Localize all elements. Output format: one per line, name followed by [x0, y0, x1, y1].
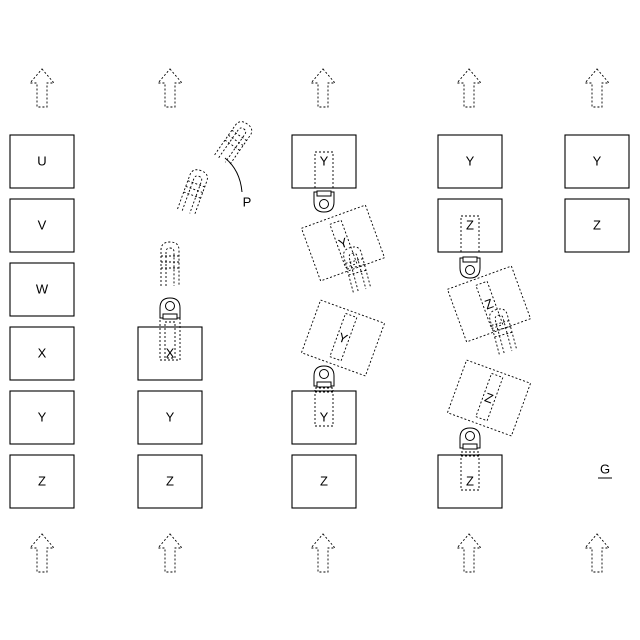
- column-4: Y Z Z Z Z: [438, 135, 531, 508]
- box-col5-2: Z: [565, 199, 629, 252]
- bottom-arrow-col1: [30, 534, 54, 572]
- box-col5-1: Y: [565, 135, 629, 188]
- figure-label-text: G: [600, 462, 610, 477]
- figure-label: G: [598, 462, 612, 479]
- box-col2-2: Y: [138, 391, 202, 444]
- bottom-arrow-col5: [585, 534, 609, 572]
- box-col1-1: U: [10, 135, 74, 188]
- moving-box-col3-2: Y: [301, 300, 384, 376]
- column-5: Y Z: [565, 135, 629, 252]
- box-col1-2: V: [10, 199, 74, 252]
- box-col3-1: Y: [292, 135, 356, 188]
- bottom-arrow-col4: [457, 534, 481, 572]
- box-label: Z: [466, 218, 474, 233]
- box-col2-3: Z: [138, 455, 202, 508]
- robot-leader-line: [225, 158, 242, 192]
- box-col1-4: X: [10, 327, 74, 380]
- box-col1-5: Y: [10, 391, 74, 444]
- box-col1-6: Z: [10, 455, 74, 508]
- column-1: U V W X Y Z: [10, 135, 74, 508]
- box-label: Z: [593, 218, 601, 233]
- box-label: Y: [466, 154, 475, 169]
- moving-box-col4-2: Z: [447, 360, 530, 436]
- box-label: Y: [320, 154, 329, 169]
- bottom-arrow-col2: [158, 534, 182, 572]
- column-2: X Y Z P: [138, 119, 255, 508]
- robot-trajectory: [160, 119, 255, 360]
- box-label: W: [36, 282, 49, 297]
- top-arrow-col1: [30, 69, 54, 107]
- moving-box-col3-1: Y: [301, 205, 384, 281]
- box-label: Z: [466, 474, 474, 489]
- box-label: V: [38, 218, 47, 233]
- top-arrow-col2: [158, 69, 182, 107]
- box-label: Z: [166, 474, 174, 489]
- moving-box-col4-1: Z: [447, 266, 530, 342]
- robot-head: [160, 298, 180, 319]
- box-col3-3: Z: [292, 455, 356, 508]
- box-col1-3: W: [10, 263, 74, 316]
- top-arrow-col3: [311, 69, 335, 107]
- box-label: X: [38, 346, 47, 361]
- box-label: Z: [320, 474, 328, 489]
- box-label: Y: [166, 410, 175, 425]
- box-label: Y: [320, 410, 329, 425]
- box-label: Y: [593, 154, 602, 169]
- column-3: Y Y Y Y: [292, 135, 385, 508]
- box-label: Z: [38, 474, 46, 489]
- top-arrow-col4: [457, 69, 481, 107]
- bottom-arrow-col3: [311, 534, 335, 572]
- box-col4-3: Z: [438, 455, 502, 508]
- box-col2-1: X: [138, 327, 202, 380]
- box-col4-2: Z: [438, 199, 502, 252]
- robot-label: P: [243, 195, 252, 210]
- box-label: Y: [38, 410, 47, 425]
- box-col3-2: Y: [292, 391, 356, 444]
- top-arrow-col5: [585, 69, 609, 107]
- box-col4-1: Y: [438, 135, 502, 188]
- box-label: U: [37, 154, 46, 169]
